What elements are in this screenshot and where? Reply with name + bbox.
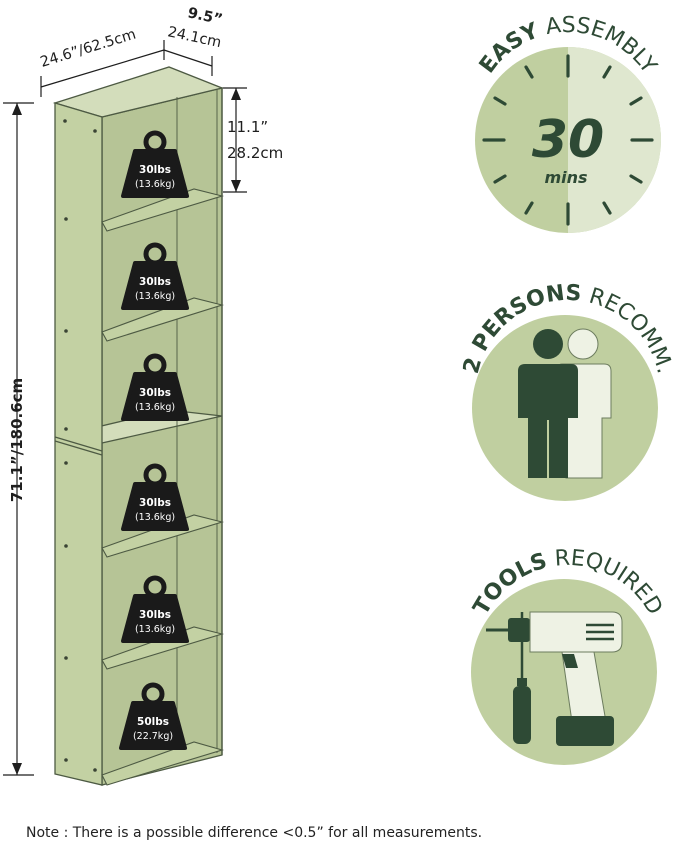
depth-inch-label: 9.5” bbox=[186, 5, 224, 28]
drill-icon bbox=[486, 611, 623, 746]
assembly-unit: mins bbox=[544, 168, 587, 187]
load-metric: (13.6kg) bbox=[135, 291, 175, 302]
dimension-lines bbox=[3, 40, 247, 776]
shelf-height-cm: 28.2cm bbox=[227, 144, 283, 162]
assembly-minutes: 30 bbox=[532, 110, 604, 170]
load-metric: (13.6kg) bbox=[135, 512, 175, 523]
shelf-load-4: 30lbs (13.6kg) bbox=[123, 466, 187, 529]
total-height-label: 71.1”/180.6cm bbox=[8, 378, 26, 502]
load-metric: (13.6kg) bbox=[135, 624, 175, 635]
load-weight: 30lbs bbox=[139, 164, 171, 176]
measurement-note: Note : There is a possible difference <0… bbox=[26, 825, 483, 841]
load-metric: (13.6kg) bbox=[135, 402, 175, 413]
load-weight: 30lbs bbox=[139, 276, 171, 288]
load-weight: 30lbs bbox=[139, 609, 171, 621]
assembly-badge: 30 mins EASY ASSEMBLY bbox=[475, 13, 661, 233]
shelf-load-3: 30lbs (13.6kg) bbox=[123, 356, 187, 419]
load-weight: 50lbs bbox=[137, 716, 169, 728]
shelf-load-6: 50lbs (22.7kg) bbox=[121, 685, 185, 748]
persons-badge: 2 PERSONS RECOMM. bbox=[459, 281, 677, 501]
depth-cm-label: 24.1cm bbox=[166, 24, 223, 51]
load-weight: 30lbs bbox=[139, 387, 171, 399]
shelf-load-2: 30lbs (13.6kg) bbox=[123, 245, 187, 308]
load-metric: (22.7kg) bbox=[133, 731, 173, 742]
load-weight: 30lbs bbox=[139, 497, 171, 509]
width-label: 24.6”/62.5cm bbox=[38, 27, 137, 71]
tools-badge: TOOLS REQUIRED bbox=[469, 546, 667, 765]
load-metric: (13.6kg) bbox=[135, 179, 175, 190]
shelf-load-1: 30lbs (13.6kg) bbox=[123, 133, 187, 196]
shelf-load-5: 30lbs (13.6kg) bbox=[123, 578, 187, 641]
shelf-height-inch: 11.1” bbox=[227, 118, 268, 136]
clock-icon bbox=[482, 54, 654, 226]
